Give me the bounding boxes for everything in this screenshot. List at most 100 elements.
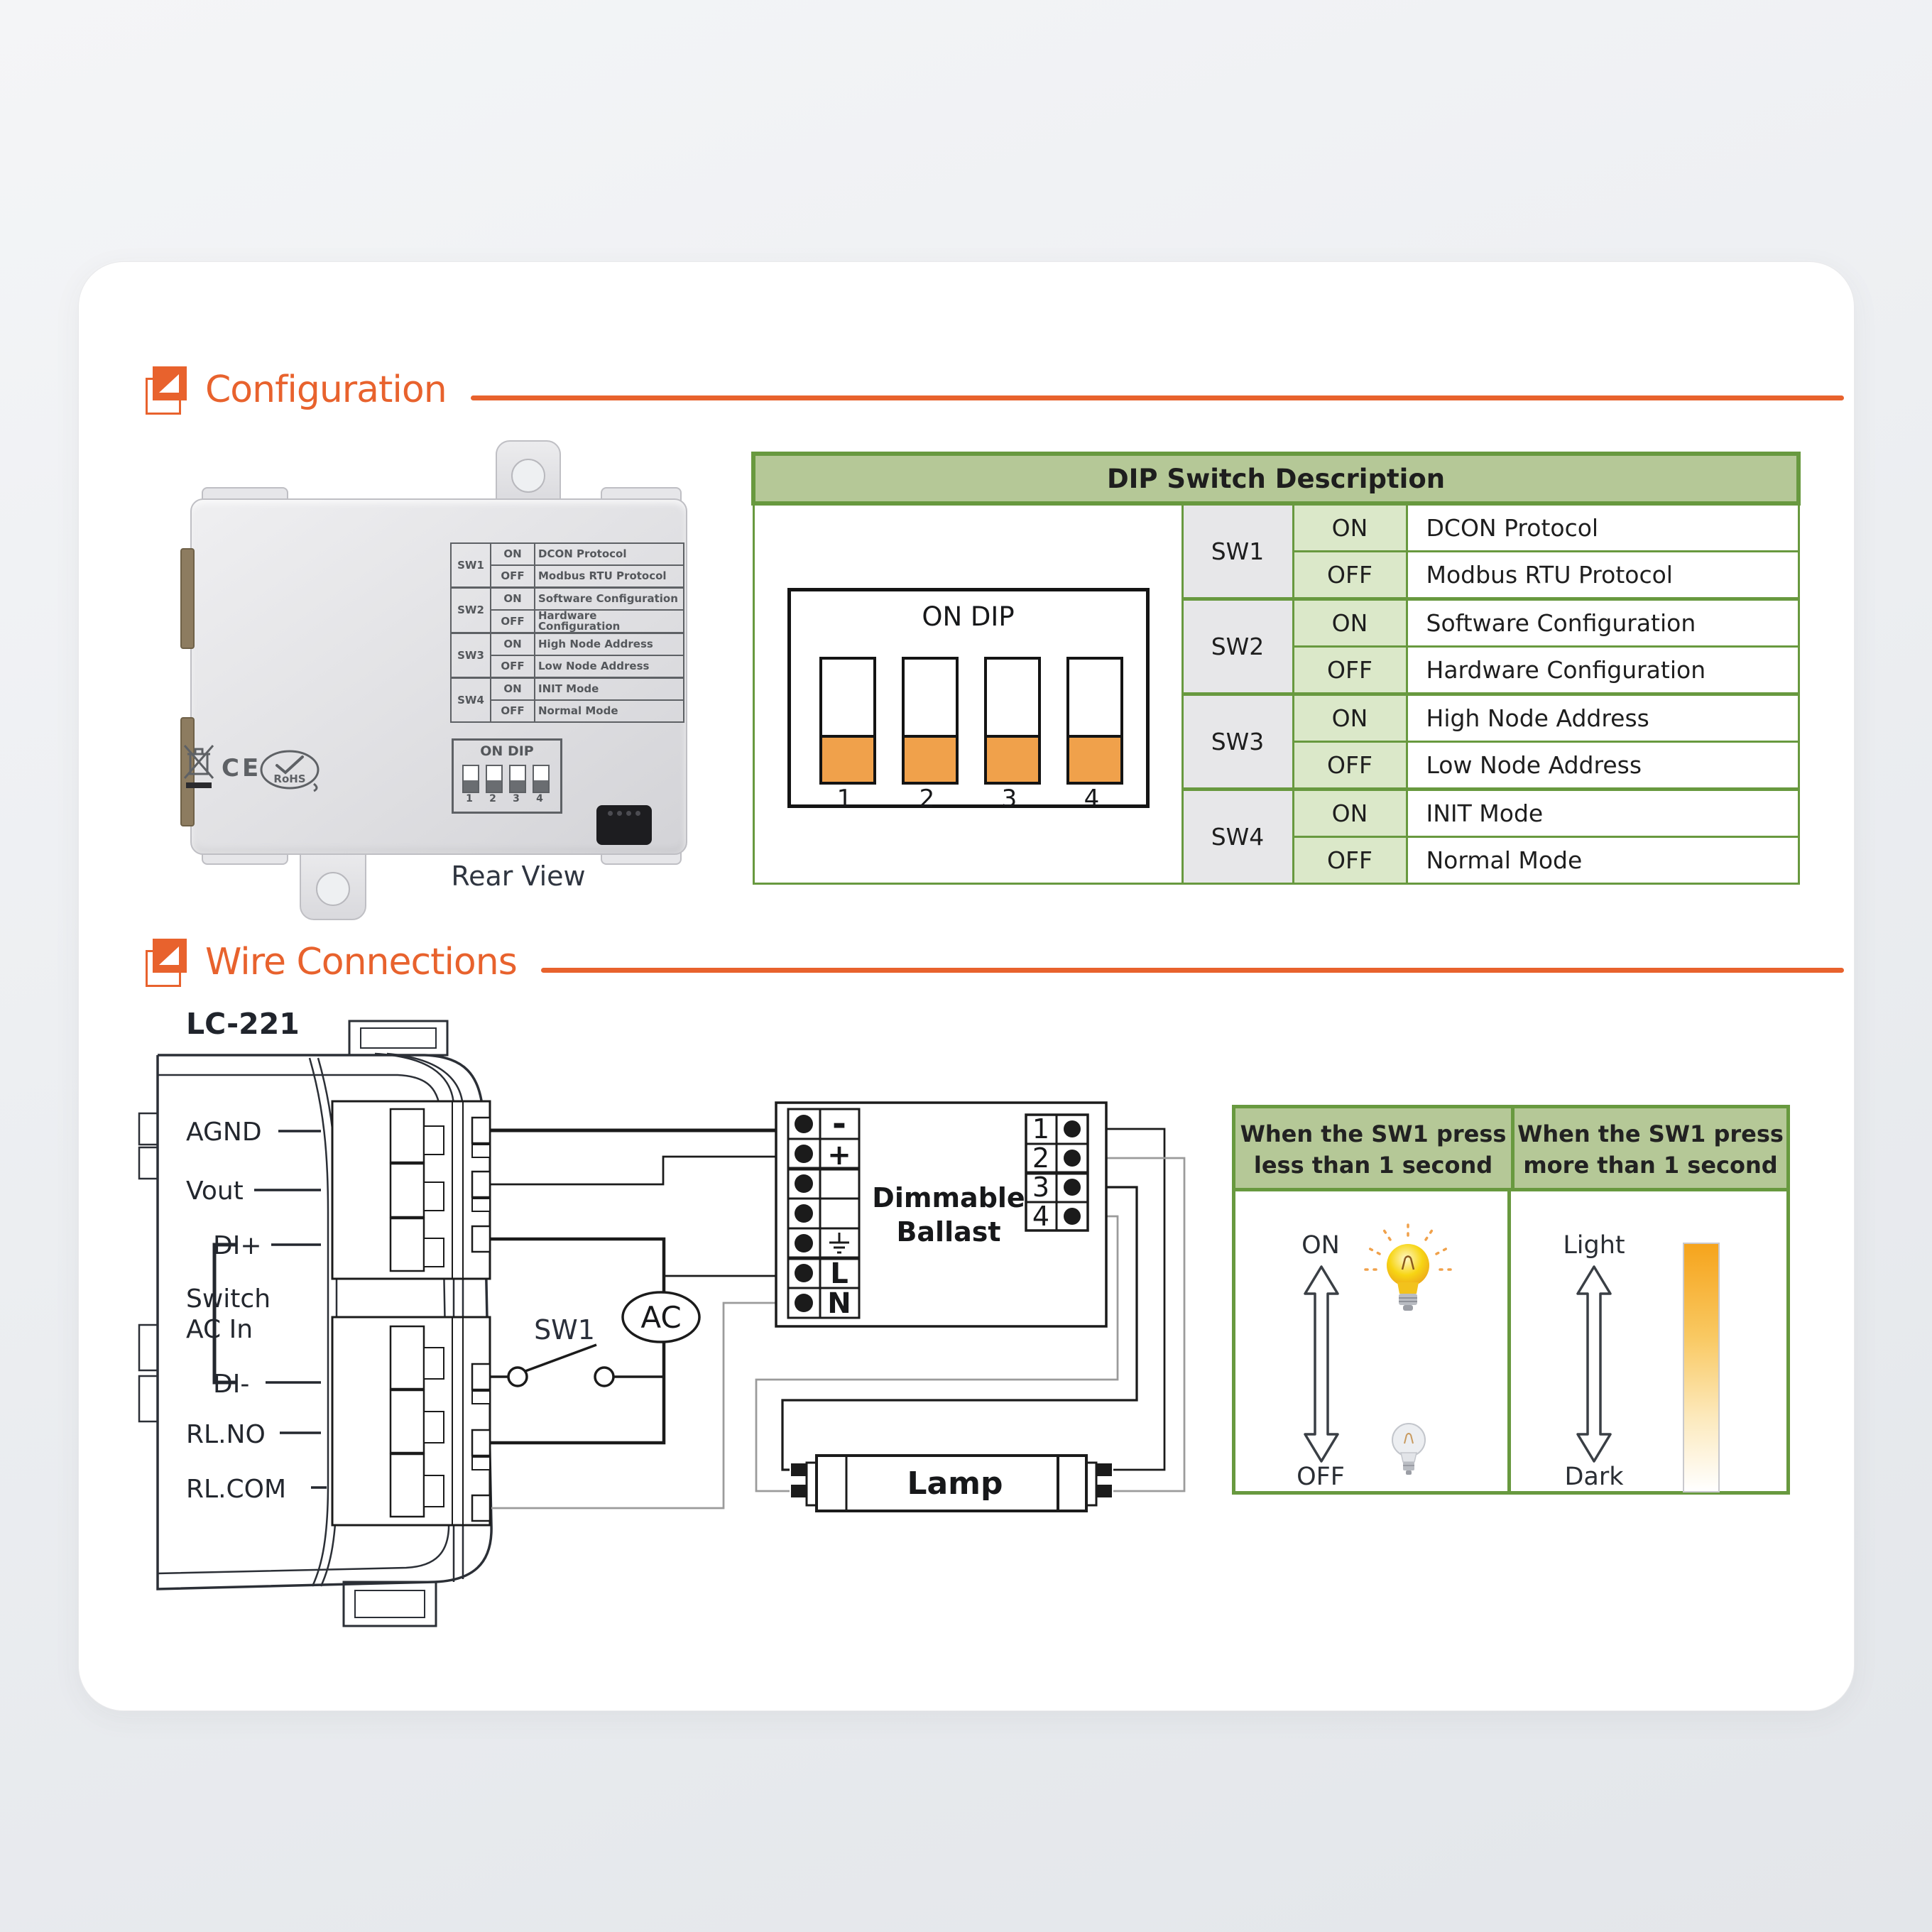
printed-sw2: SW2 [450, 586, 491, 634]
header-long-press: When the SW1 press more than 1 second [1511, 1108, 1786, 1188]
sw1-label: SW1 [534, 1314, 595, 1346]
wire-vout-to-plus [490, 1155, 790, 1186]
ground-icon [829, 1233, 849, 1254]
mounting-hole-icon [316, 872, 350, 906]
on-dip-label: ON DIP [922, 601, 1015, 632]
sw3-on-cell: ON [1292, 692, 1408, 743]
terminal-rl-com: RL.COM [186, 1475, 286, 1504]
bulb-on-icon [1362, 1220, 1454, 1311]
sw1-on-cell: ON [1292, 502, 1408, 552]
dip-switch-4 [533, 765, 550, 793]
wire-pin1-to-lamp [1088, 1128, 1166, 1471]
orange-square-icon [153, 366, 187, 400]
side-port [180, 717, 195, 826]
sw2-cell: SW2 [1181, 597, 1294, 695]
sw2-off-cell: OFF [1292, 645, 1408, 695]
sw2-off-desc: Hardware Configuration [1405, 645, 1800, 695]
ballast-line: L [830, 1257, 848, 1290]
wire-connections-section-header: Wire Connections [146, 939, 1844, 987]
ballast-terminal-dots [795, 1115, 813, 1312]
light-label: Light [1563, 1231, 1625, 1260]
dip-switch-2 [486, 765, 503, 793]
rear-view-caption: Rear View [451, 861, 586, 892]
sw4-on-desc: INIT Mode [1405, 787, 1800, 838]
sw1-behavior-table: When the SW1 press less than 1 second Wh… [1232, 1105, 1790, 1495]
rohs-icon: RoHS [260, 750, 320, 792]
ac-label: AC [640, 1300, 681, 1335]
sw1-behavior-header: When the SW1 press less than 1 second Wh… [1235, 1108, 1786, 1191]
on-off-arrow-icon [1304, 1265, 1339, 1463]
mounting-hole-icon [511, 459, 545, 493]
ballast-pin-numbers: 1 2 3 4 [1032, 1113, 1049, 1232]
dip-switch-3 [983, 657, 1041, 785]
bulb-off-icon [1392, 1423, 1426, 1475]
sw1-off-desc: Modbus RTU Protocol [1405, 550, 1800, 600]
sw3-off-desc: Low Node Address [1405, 741, 1800, 790]
sw3-on-desc: High Node Address [1405, 692, 1800, 743]
terminal-agnd: AGND [186, 1118, 262, 1147]
ballast-minus: - [832, 1104, 846, 1144]
terminal-block-upper [331, 1100, 491, 1280]
svg-text:RoHS: RoHS [273, 773, 305, 785]
svg-text:1: 1 [1032, 1113, 1049, 1145]
dip-switch-4 [1066, 657, 1123, 785]
off-label: OFF [1297, 1463, 1345, 1491]
terminal-leader-lines [212, 1130, 327, 1489]
terminal-ac-in: AC In [186, 1315, 253, 1344]
printed-dip-switch-panel: ON DIP 1 2 3 4 [452, 738, 562, 814]
dip-switch-description-table: DIP Switch Description ON DIP 1 2 3 4 SW… [751, 452, 1801, 885]
dip-switch-2 [901, 657, 959, 785]
wires [490, 1128, 1186, 1510]
ballast-name-line2: Ballast [896, 1216, 1000, 1248]
dark-label: Dark [1564, 1463, 1624, 1491]
lamp: Lamp [791, 1454, 1112, 1512]
dip-switch-1 [462, 765, 479, 793]
orange-square-icon [153, 939, 187, 973]
header-short-press: When the SW1 press less than 1 second [1240, 1120, 1507, 1179]
ballast-terminal-labels: - + L N [827, 1104, 851, 1320]
dimmable-ballast: - + L N Dimmable Ballast 1 2 3 4 [775, 1101, 1108, 1328]
sw1-behavior-body: ON OFF [1235, 1191, 1786, 1492]
sw1-on-desc: DCON Protocol [1405, 502, 1800, 552]
terminal-block-lower [331, 1316, 491, 1527]
section-marker-icon [146, 366, 188, 415]
dip-table-header: DIP Switch Description [751, 452, 1801, 506]
sw4-off-desc: Normal Mode [1405, 836, 1800, 885]
printed-sw3: SW3 [450, 632, 491, 679]
ballast-pin-dots [1064, 1120, 1081, 1225]
printed-sw4: SW4 [450, 677, 491, 723]
sw3-cell: SW3 [1181, 692, 1294, 790]
sw1-off-cell: OFF [1292, 550, 1408, 600]
dimming-gradient-bar [1683, 1243, 1720, 1492]
wiring-diagram: AGND Vout DI+ Switch AC In DI- RL.NO RL.… [138, 1020, 1186, 1627]
sw3-off-cell: OFF [1292, 741, 1408, 790]
device-model-label: LC-221 [186, 1007, 300, 1041]
sw4-on-cell: ON [1292, 787, 1408, 838]
dip-switch-3 [509, 765, 526, 793]
section-title-wire-connections: Wire Connections [205, 941, 518, 983]
on-label: ON [1301, 1231, 1340, 1260]
sw1-cell: SW1 [1181, 502, 1294, 600]
mounting-tab-bottom [300, 845, 366, 920]
wire-neutral [491, 1301, 790, 1510]
terminal-rl-no: RL.NO [186, 1420, 266, 1449]
ce-mark: CE [222, 754, 262, 782]
terminal-vout: Vout [186, 1177, 244, 1206]
dip-switch-1 [819, 657, 876, 785]
terminal-labels: AGND Vout DI+ Switch AC In DI- RL.NO RL.… [186, 1118, 286, 1504]
section-rule [540, 967, 1844, 973]
svg-text:3: 3 [1032, 1172, 1049, 1203]
weee-bin-icon [183, 745, 214, 788]
wire-pin3-to-lamp [781, 1186, 1138, 1471]
sw2-on-desc: Software Configuration [1405, 597, 1800, 648]
section-rule [470, 395, 1844, 400]
light-dark-arrow-icon [1576, 1265, 1612, 1463]
ballast-name-line1: Dimmable [872, 1182, 1025, 1213]
device-connector [596, 805, 652, 845]
side-port [180, 548, 195, 649]
wire-pin4-to-lamp [755, 1215, 1119, 1492]
sw2-on-cell: ON [1292, 597, 1408, 648]
svg-text:2: 2 [1032, 1142, 1049, 1174]
ballast-neutral: N [827, 1287, 851, 1320]
sw4-off-cell: OFF [1292, 836, 1408, 885]
